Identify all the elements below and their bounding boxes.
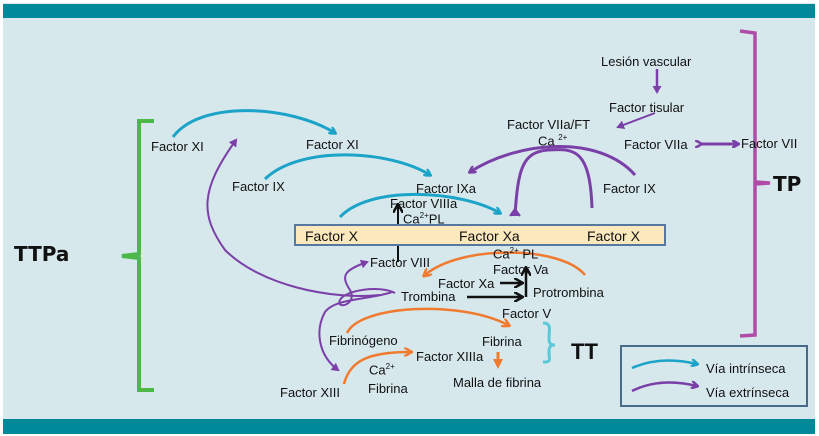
arrow-ix-to-ixa xyxy=(263,153,430,181)
arrow-ix-to-ixa-extrinsic xyxy=(470,145,637,176)
node-malla-de-fibrina: Malla de fibrina xyxy=(453,375,542,390)
node-ca-ft: Ca 2+ xyxy=(538,133,568,149)
node-trombina: Trombina xyxy=(401,289,456,304)
node-factor-viii: Factor VIII xyxy=(370,255,430,270)
arrow-trombina-to-xi xyxy=(206,138,381,297)
node-lesion-vascular: Lesión vascular xyxy=(601,54,692,69)
node-factor-ix-left: Factor IX xyxy=(232,179,285,194)
arrow-trombina-to-xiii xyxy=(318,291,393,372)
ca-superscript: 2+ xyxy=(419,211,429,220)
ca-superscript: 2+ xyxy=(558,133,568,142)
node-factor-xiiia: Factor XIIIa xyxy=(416,349,484,364)
ca-text: Ca xyxy=(403,211,420,227)
ca-text: Ca xyxy=(538,133,559,149)
node-factor-xi-mid: Factor XI xyxy=(306,137,359,152)
node-factor-xa-2: Factor Xa xyxy=(438,276,495,291)
arrow-viiaft-to-xa xyxy=(513,148,594,216)
legend-extrinsic-arrow xyxy=(631,383,697,393)
node-factor-viia: Factor VIIa xyxy=(624,137,688,152)
node-factor-ix-right: Factor IX xyxy=(603,181,656,196)
arrow-x-to-xa xyxy=(338,192,500,219)
node-factor-tisular: Factor tisular xyxy=(609,100,685,115)
tp-bracket xyxy=(739,29,771,338)
node-factor-xa: Factor Xa xyxy=(459,228,520,244)
ca-text: Ca xyxy=(493,246,510,262)
ca-superscript: 2+ xyxy=(385,362,395,371)
top-band xyxy=(3,4,815,18)
legend-extrinsic-label: Vía extrínseca xyxy=(706,385,790,400)
node-fibrinogeno: Fibrinógeno xyxy=(329,333,398,348)
tt-bracket xyxy=(542,321,556,364)
arrow-xi-to-xi xyxy=(171,109,335,138)
legend-intrinsic-label: Vía intrínseca xyxy=(706,361,786,376)
pl-text: PL xyxy=(518,246,539,262)
node-factor-x-right: Factor X xyxy=(587,228,640,244)
node-factor-viiia: Factor VIIIa xyxy=(390,196,458,211)
node-factor-ixa: Factor IXa xyxy=(416,181,476,196)
node-factor-va: Factor Va xyxy=(493,262,549,277)
ca-superscript: 2+ xyxy=(509,246,519,255)
node-ca-pl-bottom: Ca2+ PL xyxy=(493,246,539,262)
node-protrombina: Protrombina xyxy=(533,285,604,300)
arrow-viiaft-to-xa-head xyxy=(509,207,521,217)
node-factor-x-left: Factor X xyxy=(305,228,358,244)
node-fibrina-2: Fibrina xyxy=(368,381,408,396)
arrow-trombina-loop-viii xyxy=(338,259,396,307)
node-ca-pl-top: Ca2+PL xyxy=(403,211,445,227)
legend-intrinsic-arrow xyxy=(631,361,697,370)
pl-text: PL xyxy=(428,211,445,227)
factor-x-box xyxy=(294,224,666,246)
node-factor-vii: Factor VII xyxy=(741,136,798,151)
node-fibrina: Fibrina xyxy=(482,334,522,349)
node-ca-fibrina: Ca2+ xyxy=(369,362,395,378)
node-factor-v: Factor V xyxy=(502,306,552,321)
tt-label: TT xyxy=(571,339,598,364)
ttpa-bracket xyxy=(121,119,154,392)
arrow-xiii-to-xiiia xyxy=(342,352,410,385)
arrow-protrombina-to-viii xyxy=(425,251,586,276)
arrow-fibrinogeno-to-fibrina xyxy=(345,307,508,334)
node-factor-xiii: Factor XIII xyxy=(280,385,340,400)
bottom-band xyxy=(3,419,815,434)
ca-text: Ca xyxy=(369,362,386,378)
node-factor-xi-left: Factor XI xyxy=(151,139,204,154)
legend-box xyxy=(620,345,808,407)
tp-label: TP xyxy=(773,172,802,196)
arrow-ft-to-viiaft xyxy=(616,112,656,130)
node-factor-viia-ft: Factor VIIa/FT xyxy=(507,117,591,132)
ttpa-label: TTPa xyxy=(14,242,70,266)
